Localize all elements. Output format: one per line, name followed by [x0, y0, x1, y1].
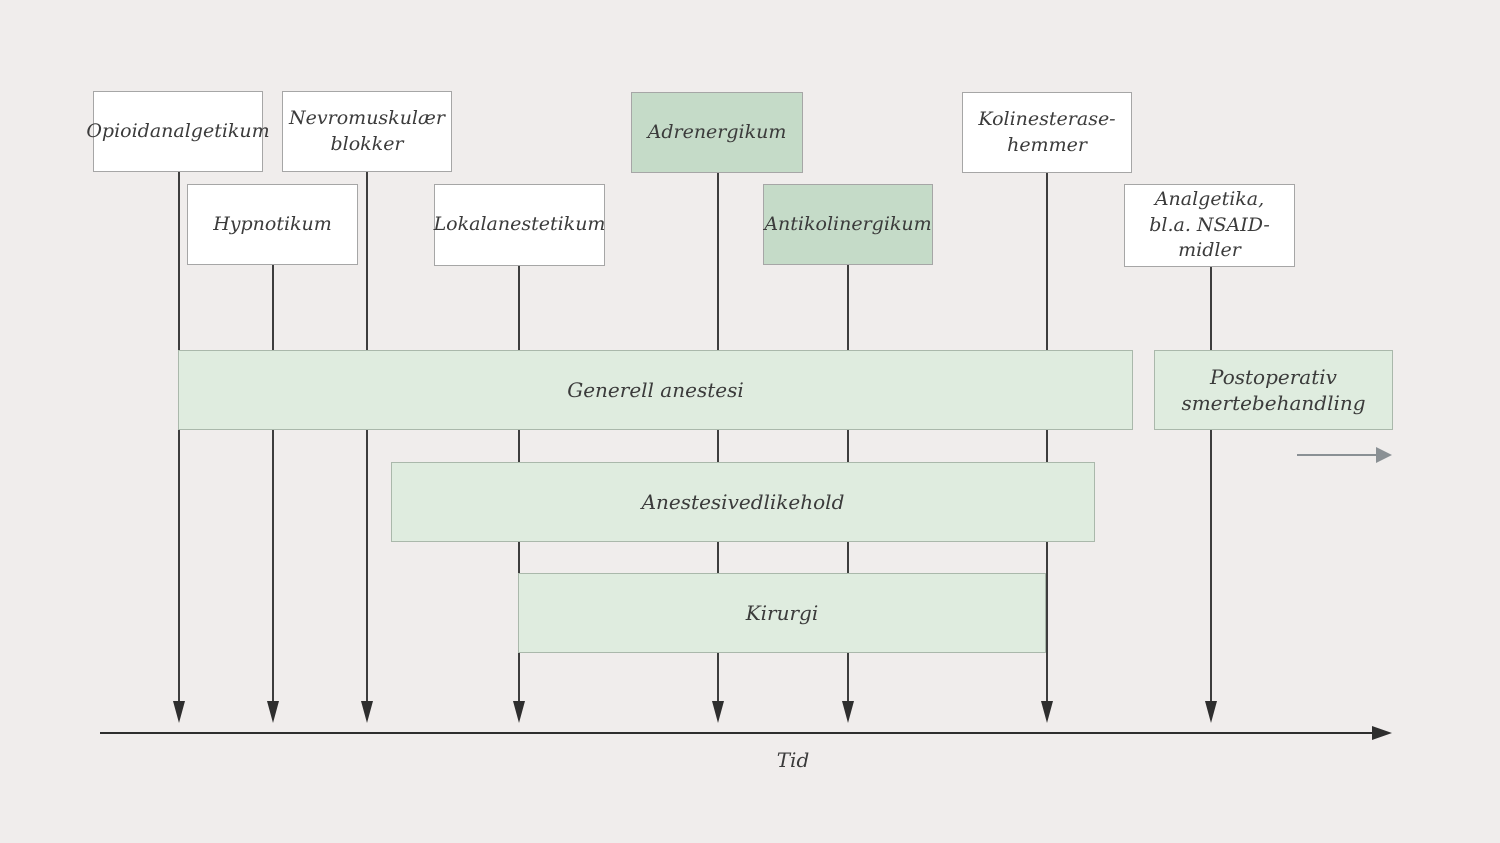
- arrowhead-down-icon: [360, 701, 373, 723]
- drug-box-lokalanestetikum: Lokalanestetikum: [434, 184, 605, 266]
- drug-box-label: Kolinesterase-hemmer: [978, 107, 1116, 156]
- time-axis: [100, 725, 1392, 740]
- connector-hypnotikum: [266, 265, 279, 723]
- arrowhead-down-icon: [1040, 701, 1053, 723]
- time-axis-label: Tid: [776, 748, 810, 772]
- drug-box-opioidanalgetikum: Opioidanalgetikum: [86, 91, 270, 172]
- drug-box-label: Antikolinergikum: [764, 212, 932, 235]
- arrowhead-right-icon: [1376, 446, 1392, 463]
- phase-band-generell-anestesi: Generell anestesi: [178, 350, 1133, 430]
- phase-band-label: Postoperativ smertebehandling: [1181, 365, 1366, 415]
- connector-nevromuskulaer-blokker: [360, 172, 373, 723]
- arrowhead-down-icon: [266, 701, 279, 723]
- drug-box-label: Lokalanestetikum: [433, 213, 606, 236]
- arrowhead-down-icon: [841, 701, 854, 723]
- arrowhead-down-icon: [1204, 701, 1217, 723]
- drug-box-label: Nevromuskulær blokker: [289, 106, 445, 155]
- arrowhead-down-icon: [711, 701, 724, 723]
- phase-band-label: Anestesivedlikehold: [641, 490, 845, 514]
- arrowhead-right-icon: [1372, 725, 1392, 740]
- drug-box-adrenergikum: Adrenergikum: [631, 92, 803, 173]
- drug-box-kolinesterase-hemmer: Kolinesterase-hemmer: [962, 92, 1132, 173]
- drug-box-label: Opioidanalgetikum: [86, 119, 270, 142]
- connector-adrenergikum: [711, 173, 724, 723]
- phase-band-postoperativ-smertebehandling: Postoperativ smertebehandling: [1154, 350, 1393, 430]
- arrowhead-down-icon: [512, 701, 525, 723]
- phase-band-anestesivedlikehold: Anestesivedlikehold: [391, 462, 1095, 542]
- drug-box-label: Hypnotikum: [213, 212, 332, 235]
- connector-kolinesterase-hemmer: [1040, 173, 1053, 723]
- arrowhead-down-icon: [172, 701, 185, 723]
- connector-opioidanalgetikum: [172, 172, 185, 723]
- drug-box-hypnotikum: Hypnotikum: [187, 184, 358, 265]
- continuation-arrow-icon: [1297, 446, 1392, 463]
- drug-box-analgetika: Analgetika, bl.a. NSAID-midler: [1124, 184, 1295, 267]
- phase-band-label: Kirurgi: [745, 601, 819, 625]
- phase-band-kirurgi: Kirurgi: [518, 573, 1046, 653]
- drug-box-label: Analgetika, bl.a. NSAID-midler: [1149, 188, 1270, 262]
- drug-box-label: Adrenergikum: [647, 120, 787, 143]
- connector-analgetika: [1204, 267, 1217, 723]
- phase-band-label: Generell anestesi: [567, 378, 744, 402]
- drug-box-nevromuskulaer-blokker: Nevromuskulær blokker: [282, 91, 452, 172]
- drug-box-antikolinergikum: Antikolinergikum: [763, 184, 933, 265]
